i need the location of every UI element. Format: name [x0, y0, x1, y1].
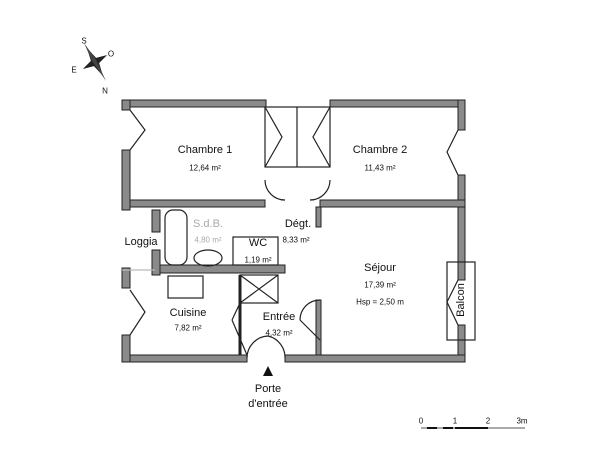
area-chambre-2: 11,43 m²	[364, 163, 396, 173]
scale-tick-2: 2	[485, 416, 491, 426]
room-sdb: S.d.B.	[193, 218, 223, 230]
scale-tick-3: 3m	[516, 416, 528, 426]
scale-tick-0: 0	[418, 416, 424, 426]
area-sdb: 4,80 m²	[194, 235, 222, 245]
compass-n: N	[102, 86, 108, 96]
room-cuisine: Cuisine	[169, 307, 207, 319]
area-chambre-1: 12,64 m²	[189, 163, 221, 173]
area-wc: 1,19 m²	[244, 255, 272, 265]
area-cuisine: 7,82 m²	[174, 323, 202, 333]
area-degt: 8,33 m²	[282, 235, 310, 245]
compass-o: O	[107, 49, 115, 59]
compass-e: E	[71, 65, 77, 75]
room-sejour: Séjour	[364, 262, 396, 274]
area-sejour: 17,39 m²	[364, 280, 396, 290]
room-chambre-2: Chambre 2	[352, 144, 408, 156]
height-sejour: Hsp = 2,50 m	[356, 297, 404, 307]
area-entree: 4,32 m²	[265, 328, 293, 338]
entrance-label-1: Porte	[254, 383, 282, 395]
entrance-label-2: d'entrée	[248, 398, 288, 410]
fixtures	[122, 106, 476, 359]
compass-rose-icon	[82, 42, 108, 82]
compass-s: S	[81, 36, 87, 46]
room-loggia: Loggia	[124, 236, 158, 248]
room-chambre-1: Chambre 1	[177, 144, 233, 156]
walls	[121, 99, 466, 363]
entrance-arrow-icon	[263, 366, 273, 376]
room-wc: WC	[248, 237, 268, 249]
room-entree: Entrée	[262, 311, 296, 323]
room-degt: Dégt.	[284, 218, 312, 230]
room-balcon: Balcon	[455, 283, 467, 317]
scale-tick-1: 1	[452, 416, 458, 426]
